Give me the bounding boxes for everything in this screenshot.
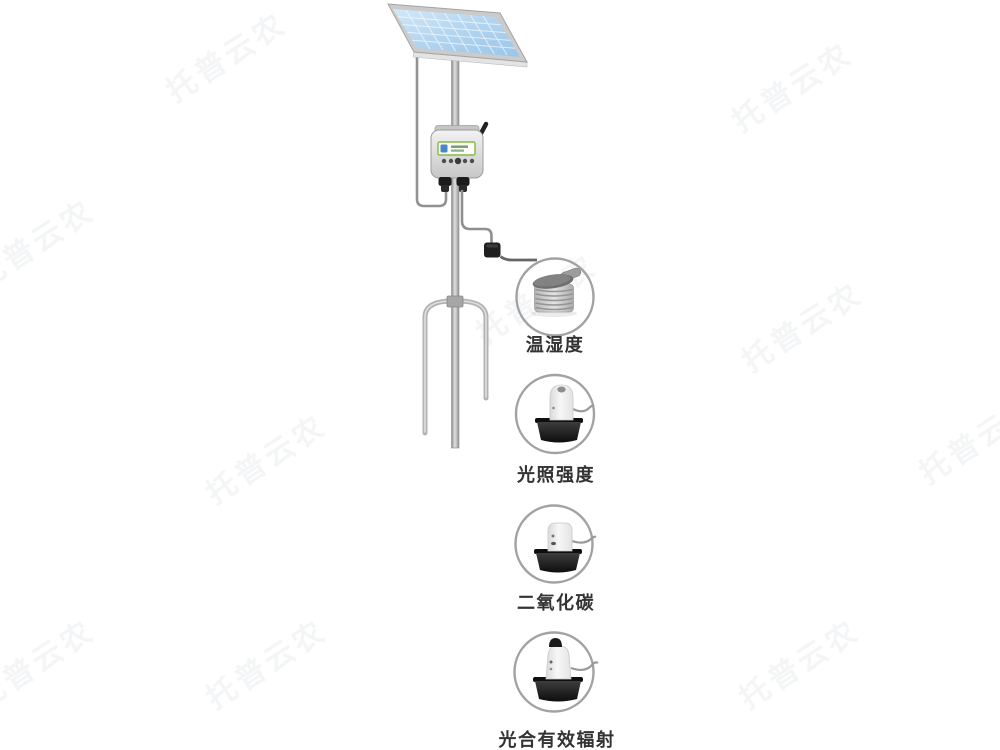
sensor-label-light-intensity: 光照强度 [517, 465, 595, 486]
sensor-label-temperature-humidity: 温湿度 [525, 335, 585, 356]
solar-power-cable [415, 52, 448, 208]
tripod-legs [422, 295, 489, 436]
sensor-label-carbon-dioxide: 二氧化碳 [517, 593, 595, 614]
temperature-humidity-sensor-icon [531, 267, 582, 317]
tripod-clamp [446, 295, 464, 308]
par-sensor-icon [533, 638, 599, 702]
solar-panel [387, 3, 528, 68]
sensor-callout-temperature-humidity [515, 257, 595, 337]
screen-logo [440, 144, 448, 153]
solar-panel-grid [397, 9, 516, 56]
sensor-label-par: 光合有效辐射 [498, 730, 616, 750]
carbon-dioxide-sensor-icon [534, 522, 597, 573]
sensor-bus-cable [460, 190, 537, 262]
sensor-callout-par [513, 631, 599, 713]
mounting-pole [451, 54, 460, 449]
controller-box [430, 121, 489, 192]
light-intensity-sensor-icon [535, 384, 595, 443]
controller-buttons [441, 157, 475, 165]
sensor-callout-light-intensity [514, 373, 596, 455]
controller-screen [437, 141, 476, 156]
sensor-callout-carbon-dioxide [514, 504, 597, 584]
cable-glands [438, 177, 470, 192]
